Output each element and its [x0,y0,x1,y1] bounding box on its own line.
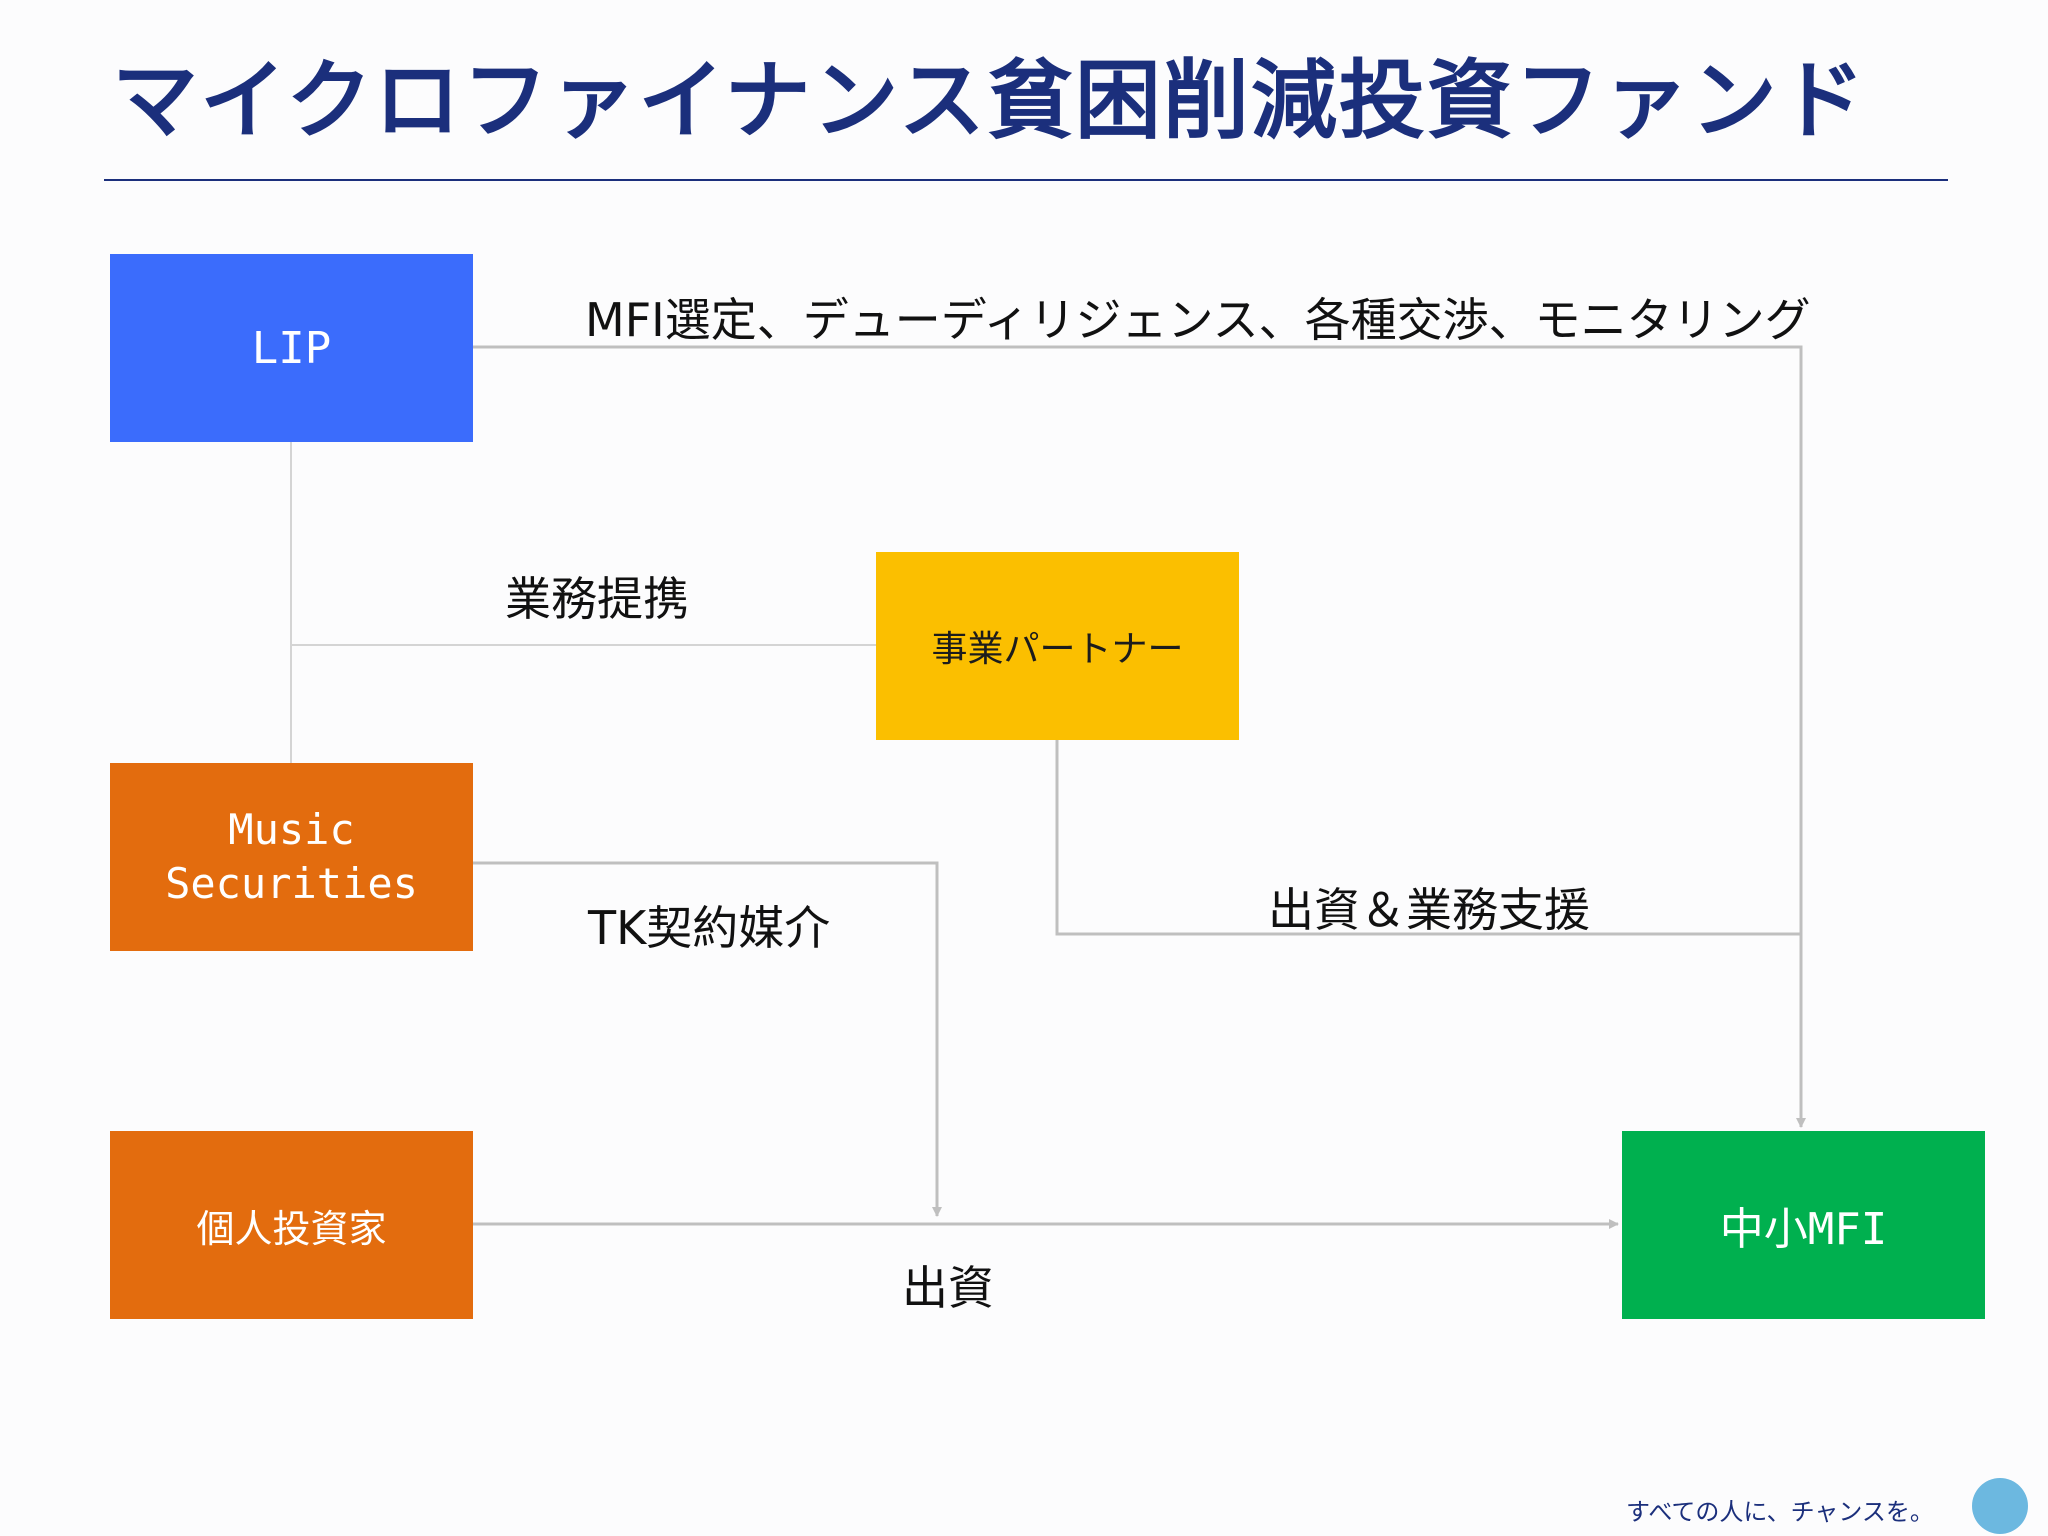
box-lip: LIP [110,254,473,442]
slide-title: マイクロファイナンス貧困削減投資ファンド [112,51,1867,151]
box-business-partner: 事業パートナー [876,552,1239,740]
connector-music-to-invest [473,861,942,1217]
box-music-securities: Music Securities [110,763,473,951]
box-investor-label: 個人投資家 [196,1206,387,1251]
label-tk-contract: TK契約媒介 [588,901,831,955]
box-small-mfi: 中小MFI [1622,1131,1985,1319]
label-mfi-selection: MFI選定、デューディリジェンス、各種交渉、モニタリング [585,293,1811,347]
title-divider [104,179,1948,181]
footer-tagline: すべての人に、チャンスを。 [1626,1498,1934,1526]
box-partner-label: 事業パートナー [931,629,1184,670]
label-investment: 出資 [902,1261,994,1315]
connector-partner-to-mfi [1055,740,1801,936]
connector-lip-to-mfi [473,345,1806,1128]
label-invest-support: 出資＆業務支援 [1268,883,1590,937]
box-individual-investor: 個人投資家 [110,1131,473,1319]
label-business-alliance: 業務提携 [505,572,689,626]
box-music-label: Music Securities [165,805,418,908]
living-in-peace-logo [1972,1478,2028,1534]
box-lip-label: LIP [251,322,332,374]
box-mfi-label: 中小MFI [1719,1204,1888,1255]
